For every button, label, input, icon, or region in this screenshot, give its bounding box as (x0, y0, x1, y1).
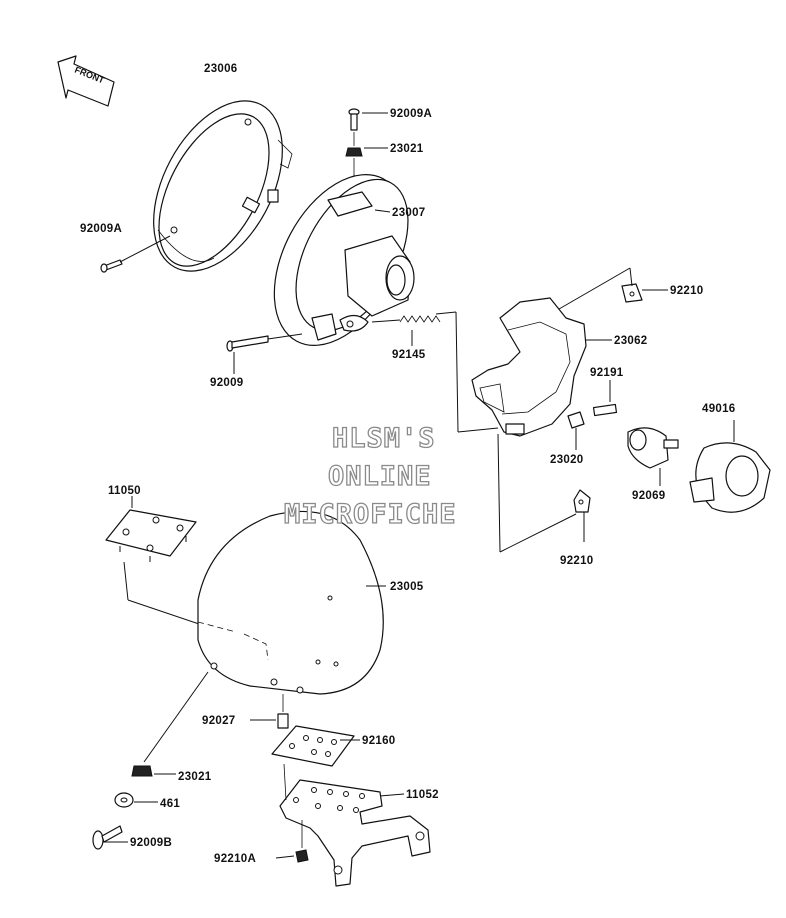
nut-92210a (275, 820, 309, 863)
label-92009b: 92009B (130, 837, 172, 849)
label-92027: 92027 (202, 715, 235, 727)
grommet-23021-bottom (131, 671, 209, 777)
label-92210a: 92210A (214, 853, 256, 865)
front-arrow-icon: FRONT (57, 55, 115, 107)
bolt-92009 (226, 333, 303, 374)
headlight-cover-23005 (197, 510, 386, 695)
spring-92145 (371, 311, 459, 433)
plate-92160 (271, 725, 360, 767)
label-49016: 49016 (702, 403, 735, 415)
headlight-rim (153, 100, 293, 272)
label-11052: 11052 (406, 789, 439, 801)
label-23062: 23062 (614, 335, 647, 347)
label-92210-mid: 92210 (560, 555, 593, 567)
retaining-bracket-23062 (471, 297, 612, 437)
socket-23020 (567, 411, 585, 450)
label-23005: 23005 (390, 581, 424, 593)
bulb-92069 (627, 427, 679, 486)
screw-92009a-top (348, 108, 388, 131)
label-23021-top: 23021 (390, 143, 424, 155)
pin-92191 (592, 380, 618, 417)
screw-92009b (92, 825, 128, 850)
bracket-11052 (279, 763, 431, 887)
watermark-line-3: MICROFICHE (284, 499, 457, 530)
screw-92009a-left (100, 235, 171, 273)
label-92160: 92160 (362, 735, 395, 747)
label-92009a-top: 92009A (390, 108, 432, 120)
label-23007: 23007 (392, 207, 425, 219)
watermark: HLSM'S ONLINE MICROFICHE (283, 422, 457, 530)
label-23006: 23006 (204, 63, 237, 75)
headlight-housing (273, 174, 415, 346)
label-92069: 92069 (632, 490, 665, 502)
label-23021-bottom: 23021 (178, 771, 212, 783)
watermark-line-2: ONLINE (328, 461, 432, 492)
collar-92027 (250, 694, 289, 729)
label-461: 461 (160, 798, 180, 810)
label-11050: 11050 (108, 485, 141, 497)
label-92191: 92191 (590, 367, 624, 379)
label-92009: 92009 (210, 377, 243, 389)
watermark-line-1: HLSM'S (332, 423, 436, 454)
bracket-92210-mid (457, 427, 591, 553)
label-23020: 23020 (550, 454, 583, 466)
washer-461 (114, 792, 158, 808)
label-92210-top: 92210 (670, 285, 703, 297)
label-92009a-left: 92009A (80, 223, 122, 235)
cover-49016 (689, 420, 771, 513)
label-92145: 92145 (392, 349, 426, 361)
